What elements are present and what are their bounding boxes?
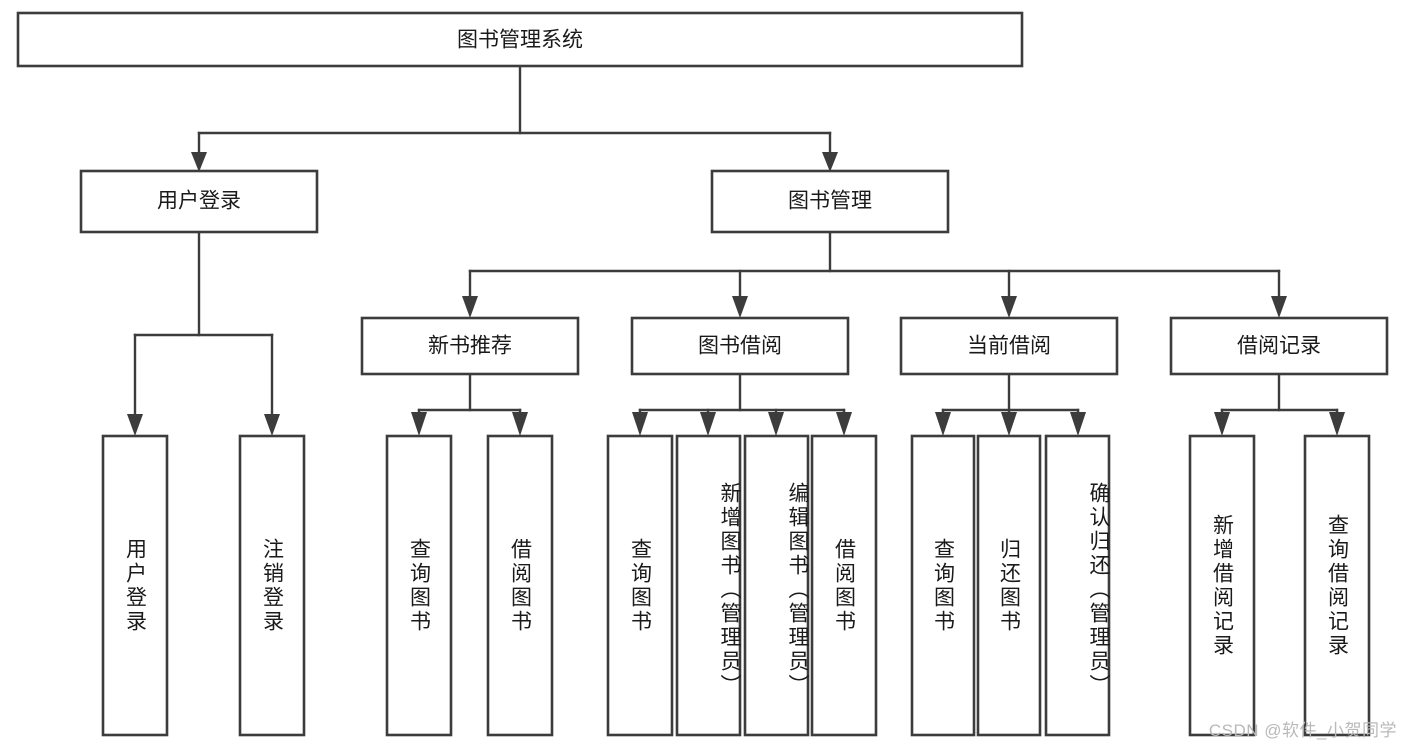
arrowhead-user-login	[191, 152, 207, 172]
arrowhead-new-book-recommend	[462, 296, 478, 318]
node-borrow-record-label: 借阅记录	[1237, 335, 1321, 358]
node-new-book-recommend[interactable]: 新书推荐	[360, 316, 580, 376]
arrowhead-current-borrow	[1001, 296, 1017, 318]
arrowhead-leaf-add-record	[1214, 412, 1230, 436]
arrowhead-leaf-query-book-1	[411, 412, 427, 436]
node-root[interactable]: 图书管理系统	[16, 11, 1024, 68]
arrowhead-leaf-confirm-return	[1070, 412, 1086, 436]
node-leaf-borrow-book-1-box[interactable]	[486, 434, 554, 737]
arrowhead-book-management	[822, 152, 838, 172]
arrowhead-leaf-query-book-2	[632, 412, 648, 436]
arrowhead-leaf-query-record	[1329, 412, 1345, 436]
arrowhead-leaf-add-book	[700, 412, 716, 436]
node-leaf-return-book-box[interactable]	[976, 434, 1042, 737]
connector-group	[127, 64, 1345, 436]
node-leaf-user-login-box[interactable]	[101, 434, 169, 737]
node-book-management[interactable]: 图书管理	[710, 169, 950, 234]
node-leaf-query-book-3-box[interactable]	[910, 434, 976, 737]
node-leaf-query-book-2-box[interactable]	[606, 434, 674, 737]
arrowhead-leaf-return-book	[1001, 412, 1017, 436]
node-current-borrow-label: 当前借阅	[967, 335, 1051, 358]
node-current-borrow-box[interactable]	[899, 316, 1119, 376]
arrowhead-leaf-user-logout	[264, 414, 280, 436]
node-leaf-add-book-box[interactable]	[675, 434, 742, 737]
node-leaf-edit-book-box[interactable]	[743, 434, 810, 737]
node-book-borrow-label: 图书借阅	[698, 335, 782, 358]
node-book-management-box[interactable]	[710, 169, 950, 234]
arrowhead-leaf-query-book-3	[935, 412, 951, 436]
node-new-book-recommend-label: 新书推荐	[428, 335, 512, 358]
node-user-login-label: 用户登录	[157, 190, 241, 213]
arrowhead-leaf-borrow-book-1	[512, 412, 528, 436]
node-book-management-label: 图书管理	[788, 190, 872, 213]
csdn-watermark: CSDN @软件_小贺同学	[1208, 721, 1397, 740]
arrowhead-leaf-user-login	[127, 414, 143, 436]
node-current-borrow[interactable]: 当前借阅	[899, 316, 1119, 376]
node-borrow-record-box[interactable]	[1169, 316, 1389, 376]
node-leaf-add-record-box[interactable]	[1188, 434, 1256, 737]
node-root-box[interactable]	[16, 11, 1024, 68]
node-leaf-borrow-book-2-box[interactable]	[810, 434, 878, 737]
node-book-borrow[interactable]: 图书借阅	[630, 316, 850, 376]
arrowhead-leaf-borrow-book-2	[836, 412, 852, 436]
node-borrow-record[interactable]: 借阅记录	[1169, 316, 1389, 376]
arrowhead-leaf-edit-book	[768, 412, 784, 436]
node-root-label: 图书管理系统	[457, 29, 583, 52]
node-leaf-confirm-return-box[interactable]	[1044, 434, 1111, 737]
node-new-book-recommend-box[interactable]	[360, 316, 580, 376]
arrowhead-borrow-record	[1271, 296, 1287, 318]
node-user-login[interactable]: 用户登录	[79, 169, 319, 234]
node-leaf-query-record-box[interactable]	[1303, 434, 1371, 737]
node-user-login-box[interactable]	[79, 169, 319, 234]
node-leaf-query-book-1-box[interactable]	[385, 434, 453, 737]
node-leaf-user-logout-box[interactable]	[238, 434, 306, 737]
arrowhead-book-borrow	[732, 296, 748, 318]
node-book-borrow-box[interactable]	[630, 316, 850, 376]
